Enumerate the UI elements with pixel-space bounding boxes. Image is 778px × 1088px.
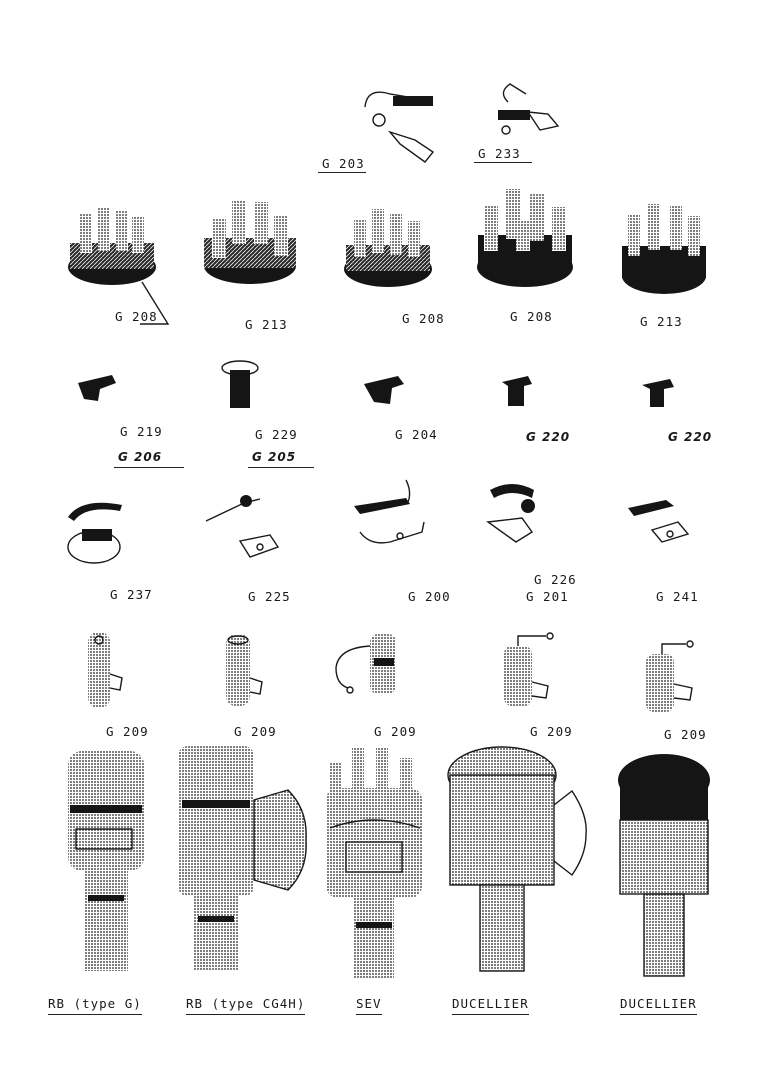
label-rotor-1b: G 206 xyxy=(118,450,163,464)
label-points-5: G 241 xyxy=(656,589,699,604)
label-rotor-2b: G 205 xyxy=(252,450,297,464)
rotor-arm-illustration xyxy=(215,358,265,413)
label-condenser-3: G 209 xyxy=(374,724,417,739)
label-condenser-2: G 209 xyxy=(234,724,277,739)
distributor-cap-illustration xyxy=(618,200,710,300)
label-underline xyxy=(114,467,184,468)
distributor-ducellier-2-illustration xyxy=(610,750,720,982)
label-rotor-1a: G 219 xyxy=(120,424,163,439)
label-points-4a: G 226 xyxy=(534,572,577,587)
contact-points-illustration xyxy=(622,490,697,550)
contact-set-g233-illustration xyxy=(488,82,563,152)
condenser-illustration xyxy=(222,632,266,712)
distributor-cap-illustration xyxy=(338,205,438,297)
contact-points-illustration xyxy=(482,478,552,553)
label-points-1: G 237 xyxy=(110,587,153,602)
distributor-label-ducellier: DUCELLIER xyxy=(452,996,529,1015)
distributor-cap-illustration xyxy=(198,198,303,293)
rotor-arm-illustration xyxy=(72,365,122,405)
rotor-arm-illustration xyxy=(640,375,680,413)
label-g203: G 203 xyxy=(322,156,365,171)
contact-points-illustration xyxy=(350,472,440,557)
label-points-2: G 225 xyxy=(248,589,291,604)
label-condenser-1: G 209 xyxy=(106,724,149,739)
distributor-rb-type-cg4h-illustration xyxy=(158,740,318,977)
label-underline xyxy=(248,467,314,468)
label-cap-2: G 213 xyxy=(245,317,288,332)
label-condenser-4: G 209 xyxy=(530,724,573,739)
distributor-sev-illustration xyxy=(318,742,438,982)
label-points-3: G 200 xyxy=(408,589,451,604)
distributor-label-ducellier-2: DUCELLIER xyxy=(620,996,697,1015)
distributor-cap-illustration xyxy=(470,185,580,295)
distributor-label-rb-type-cg4h: RB (type CG4H) xyxy=(186,996,306,1015)
contact-points-illustration xyxy=(200,485,295,565)
label-rotor-2a: G 229 xyxy=(255,427,298,442)
label-cap-4: G 208 xyxy=(510,309,553,324)
condenser-illustration xyxy=(498,632,560,710)
distributor-rb-type-g-illustration xyxy=(58,745,158,977)
distributor-ducellier-illustration xyxy=(440,745,590,977)
label-cap-3: G 208 xyxy=(402,311,445,326)
leader-arrow xyxy=(140,281,170,325)
contact-set-g203-illustration xyxy=(355,82,445,172)
label-points-4b: G 201 xyxy=(526,589,569,604)
condenser-illustration xyxy=(330,628,410,708)
distributor-cap-illustration xyxy=(62,205,162,295)
label-cap-5: G 213 xyxy=(640,314,683,329)
distributor-label-rb-type-g: RB (type G) xyxy=(48,996,142,1015)
distributor-label-sev: SEV xyxy=(356,996,382,1015)
rotor-arm-illustration xyxy=(498,372,538,412)
condenser-illustration xyxy=(84,630,124,712)
label-underline xyxy=(474,162,532,163)
label-cap-1: G 208 xyxy=(115,309,158,324)
label-rotor-5: G 220 xyxy=(668,430,713,444)
label-condenser-5: G 209 xyxy=(664,727,707,742)
label-rotor-3: G 204 xyxy=(395,427,438,442)
label-g233: G 233 xyxy=(478,146,521,161)
condenser-illustration xyxy=(640,638,700,716)
rotor-arm-illustration xyxy=(360,370,410,410)
label-underline xyxy=(318,172,366,173)
label-rotor-4: G 220 xyxy=(526,430,571,444)
contact-points-illustration xyxy=(62,495,137,570)
